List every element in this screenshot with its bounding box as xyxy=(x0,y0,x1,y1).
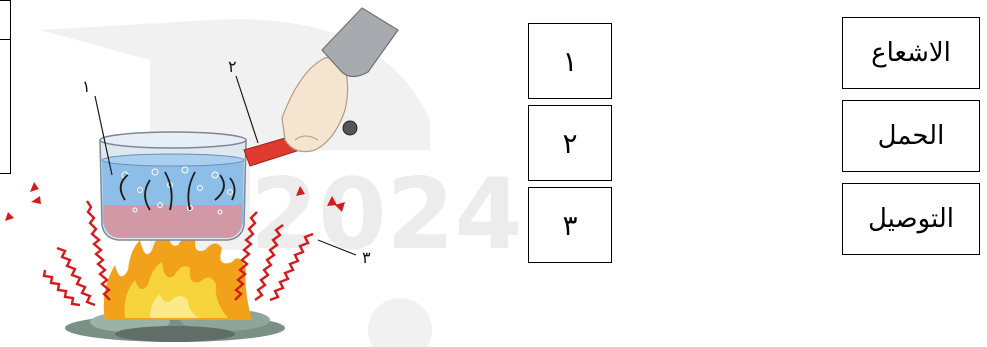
term-conduction: التوصيل xyxy=(842,183,980,255)
cooking-pot xyxy=(99,131,247,241)
label-pointers xyxy=(94,75,357,256)
flames xyxy=(103,225,252,320)
radiation-rays xyxy=(42,200,314,307)
table-edge xyxy=(0,0,11,174)
term-convection: الحمل xyxy=(842,100,980,172)
number-box-3: ٣ xyxy=(528,187,612,263)
diagram-label-3: ٣ xyxy=(362,248,371,267)
number-box-2: ٢ xyxy=(528,105,612,181)
diagram-label-2: ٢ xyxy=(228,57,237,76)
ray-arrowheads xyxy=(5,182,345,221)
number-box-1: ١ xyxy=(528,23,612,99)
hand xyxy=(281,7,399,153)
diagram-label-1: ١ xyxy=(82,77,91,96)
term-radiation: الاشعاع xyxy=(842,17,980,89)
